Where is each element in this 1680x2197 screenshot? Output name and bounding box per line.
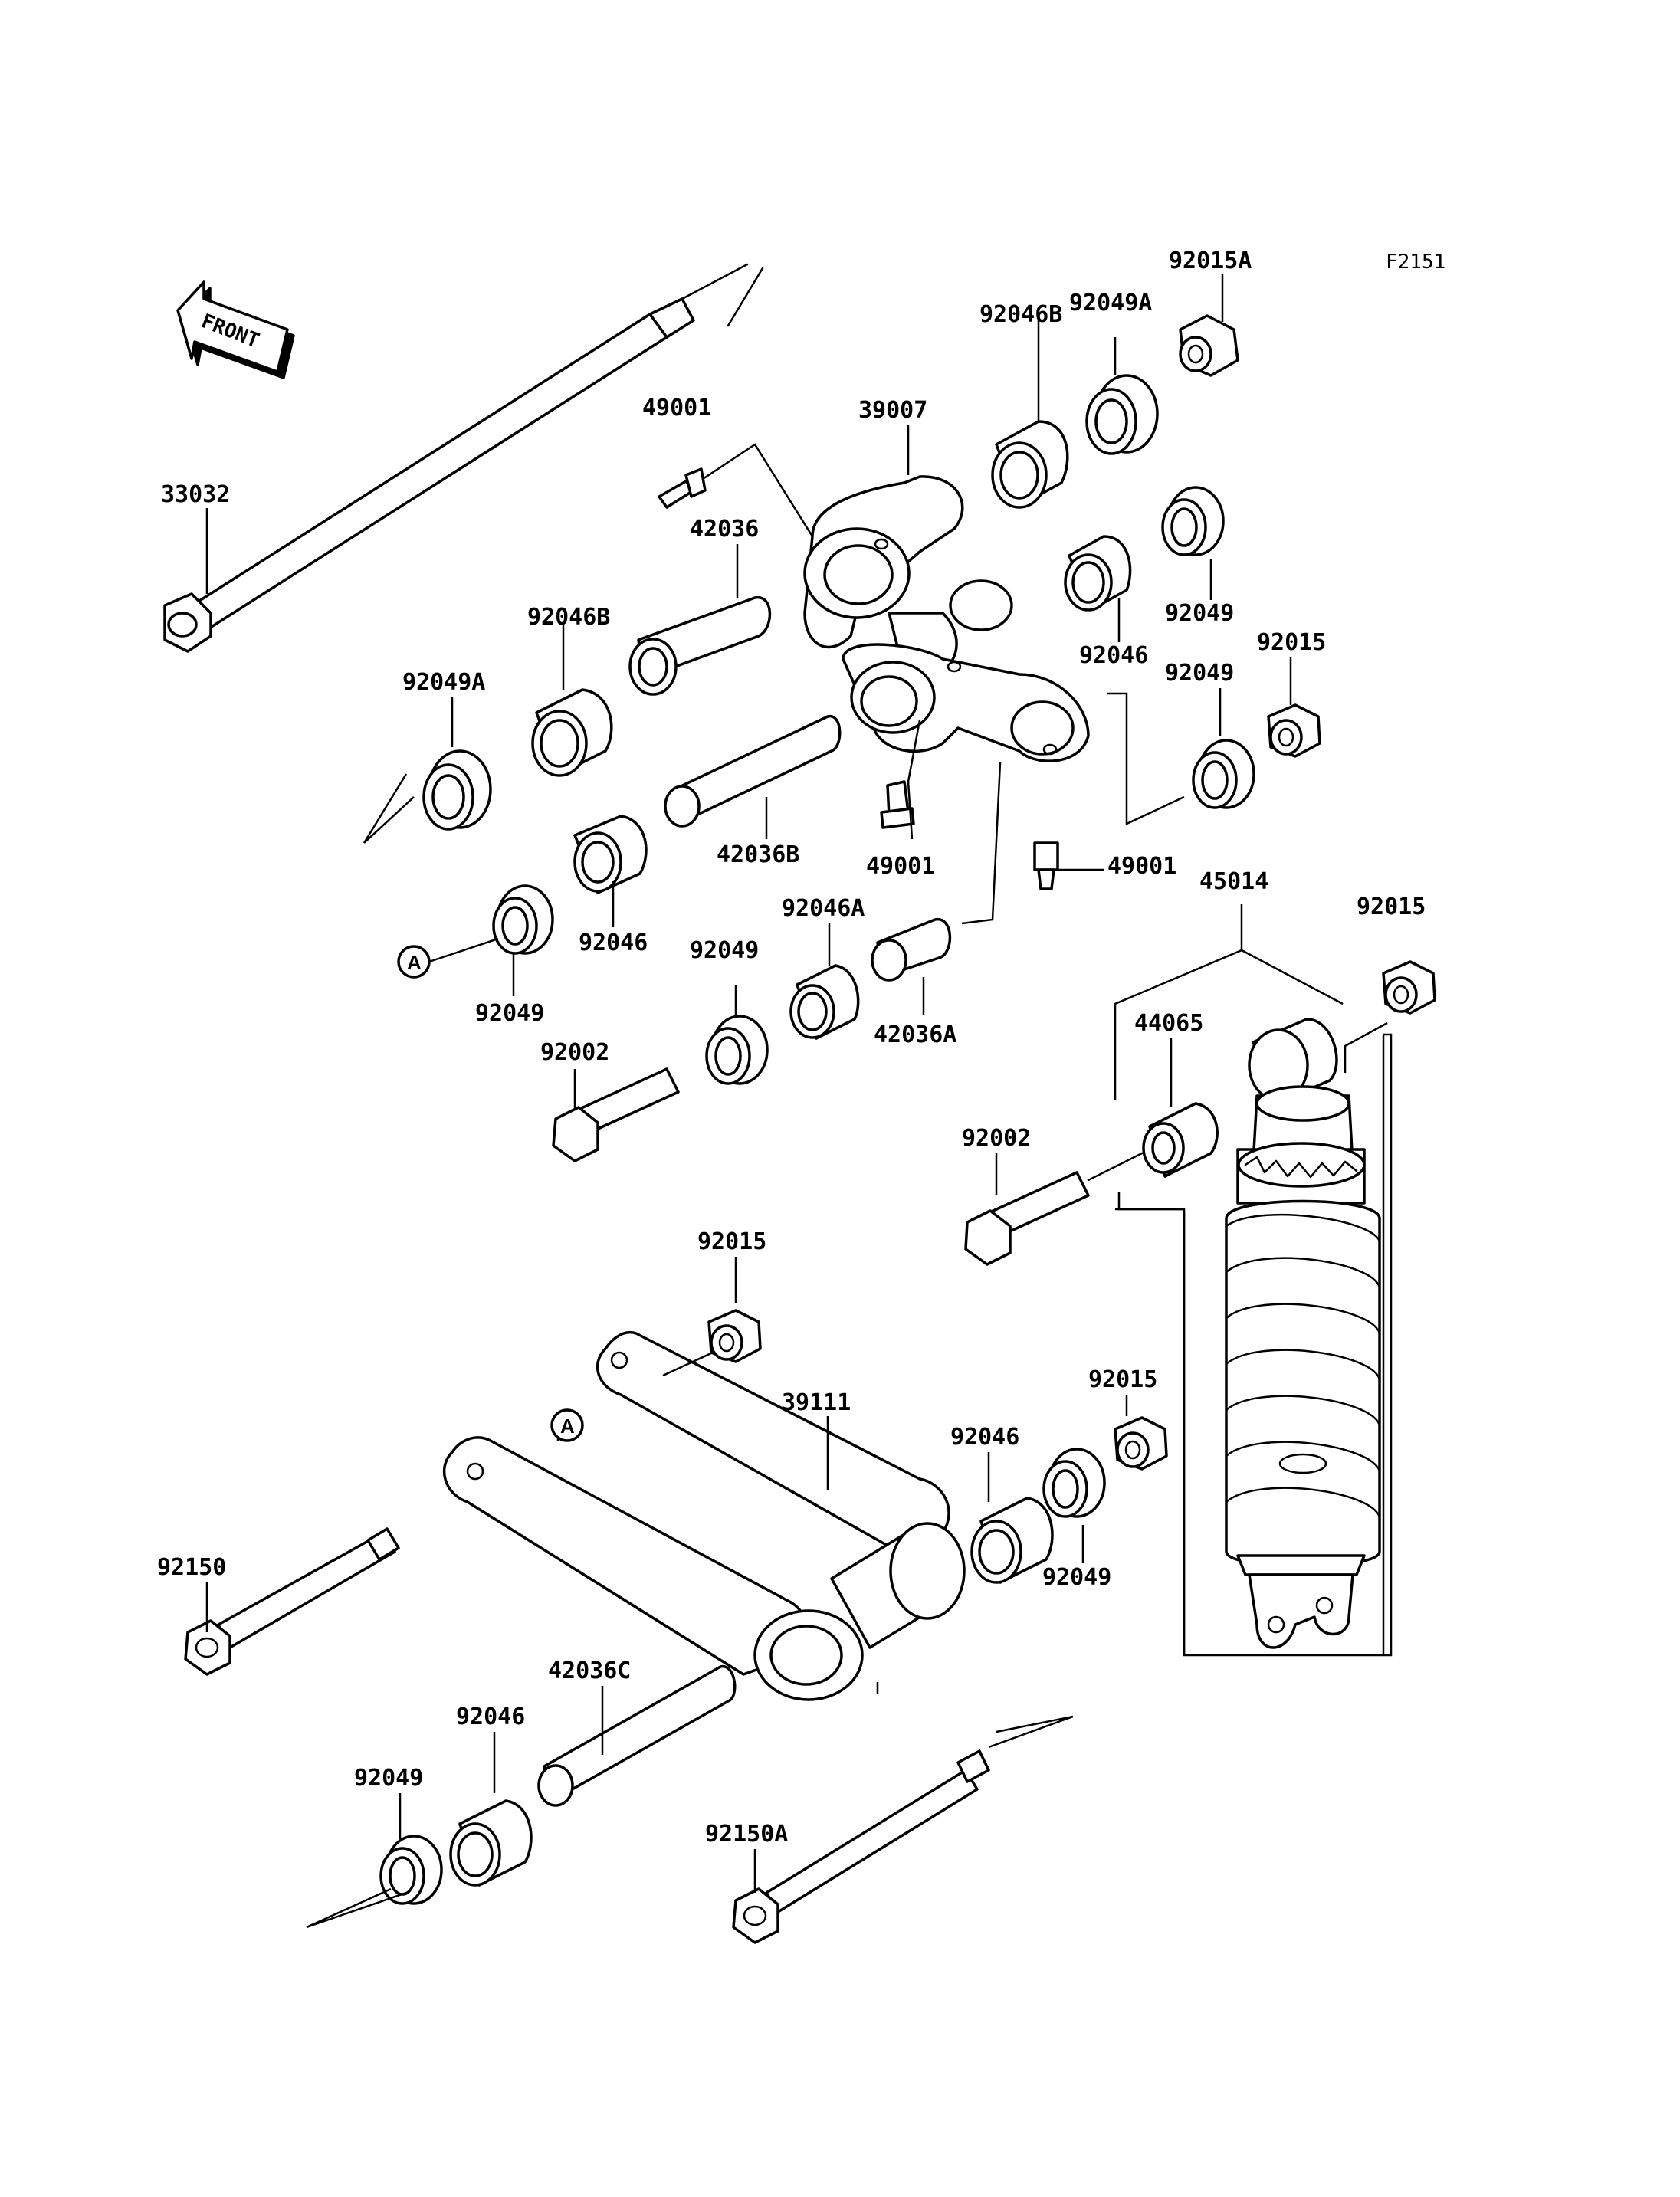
leader-lines xyxy=(205,274,1393,1929)
label-42036A: 42036A xyxy=(874,1021,956,1048)
oil-seal-92049-upper-right xyxy=(1161,486,1225,556)
oil-seal-92049-right-lower xyxy=(1042,1448,1106,1518)
ref-marker-a-upper: A xyxy=(397,945,431,979)
nut-92015-upper xyxy=(1267,703,1321,758)
label-49001-upper: 49001 xyxy=(642,395,711,421)
needle-bearing-92046A xyxy=(789,964,860,1040)
ref-marker-a-lower-label: A xyxy=(560,1415,575,1438)
oil-seal-92049A-lower xyxy=(422,749,492,831)
label-92015-upper: 92015 xyxy=(1257,629,1326,656)
sleeve-42036A xyxy=(871,918,952,982)
bolt-92002-right xyxy=(964,1148,1151,1266)
label-92049-upper-right: 92049 xyxy=(1165,600,1234,627)
tie-rod xyxy=(443,1331,966,1701)
label-92049A-lower: 92049A xyxy=(402,669,485,696)
needle-bearing-92046-left xyxy=(573,815,648,894)
label-92015-shock: 92015 xyxy=(1357,894,1426,920)
nut-92015-right xyxy=(1114,1416,1168,1471)
label-92046-left: 92046 xyxy=(579,930,648,956)
grease-nipple-middle xyxy=(880,780,915,829)
nut-92015A xyxy=(1179,314,1239,377)
oil-seal-92049-left xyxy=(492,884,554,955)
label-92049-mid-right: 92049 xyxy=(1165,660,1234,687)
label-49001-middle: 49001 xyxy=(866,853,935,880)
label-39007: 39007 xyxy=(858,397,927,424)
sleeve-42036B xyxy=(664,715,842,828)
bolt-92150A xyxy=(732,1749,990,1944)
label-39111: 39111 xyxy=(782,1389,851,1416)
oil-seal-92049-center xyxy=(705,1015,769,1085)
bolt-92150 xyxy=(184,1527,400,1676)
label-92049A-upper: 92049A xyxy=(1069,290,1152,316)
oil-seal-92049A-upper xyxy=(1085,374,1159,455)
shock-absorber xyxy=(1225,1018,1381,1649)
label-92046A: 92046A xyxy=(782,895,865,922)
label-92015A: 92015A xyxy=(1169,248,1252,274)
label-92049-left-lower: 92049 xyxy=(354,1765,423,1792)
part-labels: 33032 92015A 92049A 92046B 49001 39007 4… xyxy=(157,248,1426,1848)
label-92002-right: 92002 xyxy=(962,1125,1031,1152)
ref-marker-a-lower: A xyxy=(550,1408,584,1442)
oil-seal-92049-left-lower xyxy=(379,1835,443,1905)
label-92049-center: 92049 xyxy=(690,937,759,964)
needle-bearing-92046-left-lower xyxy=(449,1799,533,1887)
nut-92015-shock xyxy=(1382,960,1436,1015)
rocker-arm xyxy=(803,475,1090,762)
label-92049-left: 92049 xyxy=(475,1000,544,1027)
label-42036C: 42036C xyxy=(548,1658,631,1684)
label-44065: 44065 xyxy=(1134,1010,1203,1037)
label-33032: 33032 xyxy=(161,481,230,508)
needle-bearing-92046-upper xyxy=(1064,535,1132,612)
pivot-shaft xyxy=(163,263,764,653)
ref-marker-a-upper-label: A xyxy=(407,951,422,974)
label-92015-right: 92015 xyxy=(1088,1366,1157,1393)
figure-code: F2151 xyxy=(1386,251,1445,274)
bolt-92002-left xyxy=(552,1067,680,1162)
needle-bearing-92046B-lower xyxy=(531,688,613,777)
sleeve-42036 xyxy=(628,596,772,696)
needle-bearing-92046-right-lower xyxy=(970,1497,1054,1584)
label-92046B-upper: 92046B xyxy=(979,301,1062,328)
label-49001-right: 49001 xyxy=(1107,853,1176,880)
label-45014: 45014 xyxy=(1199,868,1268,895)
oil-seal-92049-mid-right xyxy=(1192,739,1255,809)
label-92015-center: 92015 xyxy=(697,1228,766,1255)
label-92150A: 92150A xyxy=(705,1821,788,1848)
label-42036B: 42036B xyxy=(717,841,799,868)
label-92046-upper: 92046 xyxy=(1079,642,1148,669)
label-92046-right-lower: 92046 xyxy=(950,1424,1019,1451)
label-92046-left-lower: 92046 xyxy=(456,1703,525,1730)
grease-nipple-upper xyxy=(658,467,707,509)
front-arrow-icon: FRONT xyxy=(176,280,295,379)
label-42036: 42036 xyxy=(690,516,759,543)
label-92002-left: 92002 xyxy=(540,1039,609,1066)
nut-92015-center xyxy=(707,1309,762,1363)
label-92046B-lower: 92046B xyxy=(527,604,610,631)
needle-bearing-92046B-upper xyxy=(991,420,1069,509)
label-92150: 92150 xyxy=(157,1554,226,1581)
grease-nipple-right xyxy=(1033,841,1059,890)
label-92049-right-lower: 92049 xyxy=(1042,1564,1111,1591)
sleeve-42036C xyxy=(537,1665,737,1807)
collar-44065 xyxy=(1142,1102,1219,1178)
